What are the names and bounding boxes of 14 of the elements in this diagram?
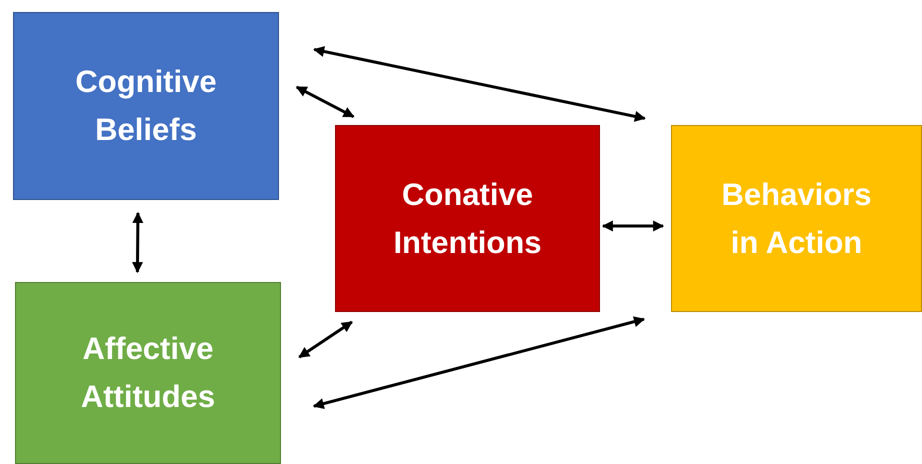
box-label: Cognitive Beliefs [74, 63, 218, 149]
double-arrow [602, 220, 664, 232]
concept-box [671, 125, 922, 312]
double-arrow [313, 46, 646, 122]
double-arrow [296, 86, 354, 118]
box-label: Conative Intentions [392, 176, 543, 262]
double-arrow [132, 212, 144, 274]
concept-box [335, 125, 600, 312]
concept-box [15, 282, 281, 464]
box-label: Behaviors in Action [720, 176, 872, 262]
double-arrow [298, 320, 353, 358]
double-arrow [312, 316, 645, 409]
box-label: Affective Attitudes [80, 330, 216, 416]
concept-box [13, 12, 279, 200]
